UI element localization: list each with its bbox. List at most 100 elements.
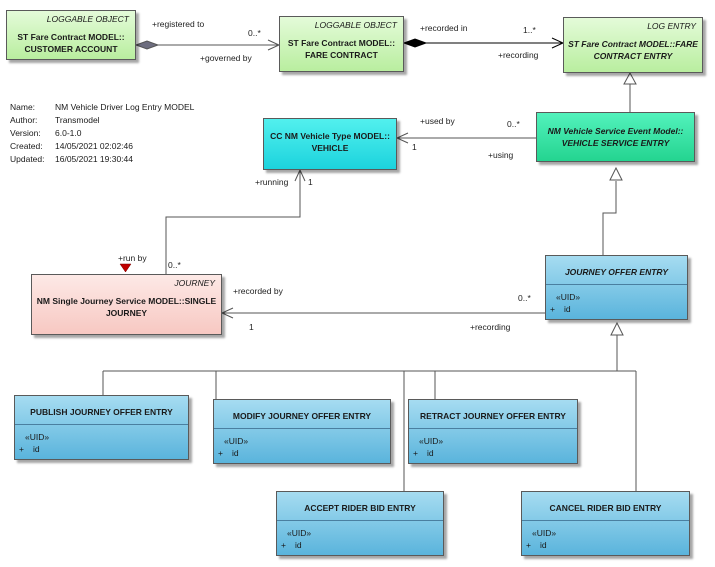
stereotype-label: LOGGABLE OBJECT	[46, 14, 129, 24]
label-recorded-in: +recorded in	[420, 23, 468, 33]
metadata-value: 16/05/2021 19:30:44	[55, 154, 133, 164]
metadata-value: 14/05/2021 02:02:46	[55, 141, 133, 151]
arrowhead	[395, 132, 409, 144]
attribute-name: id	[232, 448, 239, 458]
generalization-triangle	[623, 71, 637, 85]
metadata-key: Version:	[10, 128, 41, 138]
label-multiplicity: 1	[412, 142, 417, 152]
composition-diamond	[402, 38, 428, 48]
attribute-row[interactable]: + id	[218, 448, 239, 458]
attribute-stereotype: «UID»	[224, 436, 249, 446]
generalization-triangle	[610, 321, 624, 336]
compartment-divider	[214, 428, 390, 429]
class-vehicle[interactable]: CC NM Vehicle Type MODEL:: VEHICLE	[263, 118, 397, 170]
visibility-marker: +	[550, 304, 555, 314]
generalization-tree-journey-offer-entry[interactable]	[102, 321, 637, 491]
label-using: +using	[488, 150, 514, 160]
connector-single-journey-to-vehicle[interactable]	[165, 168, 306, 274]
compartment-divider	[277, 520, 443, 521]
class-title: ACCEPT RIDER BID ENTRY	[304, 503, 416, 513]
stereotype-label: JOURNEY	[174, 278, 215, 288]
label-multiplicity: 0..*	[518, 293, 531, 303]
attribute-row[interactable]: +id	[413, 448, 434, 458]
label-run-by: +run by	[118, 253, 147, 263]
metadata-value: NM Vehicle Driver Log Entry MODEL	[55, 102, 195, 112]
attribute-name: id	[295, 540, 302, 550]
class-title-line1: ST Fare Contract MODEL::	[17, 32, 125, 42]
class-retract-journey-offer-entry[interactable]: RETRACT JOURNEY OFFER ENTRY «UID» +id	[408, 399, 578, 464]
metadata-value: Transmodel	[55, 115, 100, 125]
attribute-stereotype: «UID»	[25, 432, 50, 442]
compartment-divider	[409, 428, 577, 429]
class-vehicle-service-entry[interactable]: NM Vehicle Service Event Model:: VEHICLE…	[536, 112, 695, 162]
class-title: CANCEL RIDER BID ENTRY	[549, 503, 662, 513]
compartment-divider	[546, 284, 687, 285]
label-multiplicity: 1	[308, 177, 313, 187]
class-title-line2: FARE CONTRACT	[305, 50, 378, 60]
label-recording: +recording	[470, 322, 511, 332]
attribute-stereotype: «UID»	[556, 292, 581, 302]
attribute-name: id	[564, 304, 571, 314]
class-title-line1: ST Fare Contract MODEL::FARE	[568, 39, 698, 49]
class-title: PUBLISH JOURNEY OFFER ENTRY	[30, 407, 173, 417]
label-registered-to: +registered to	[152, 19, 204, 29]
generalization-triangle	[609, 166, 623, 181]
metadata-key: Created:	[10, 141, 43, 151]
class-title: RETRACT JOURNEY OFFER ENTRY	[420, 411, 566, 421]
class-title-line1: NM Vehicle Service Event Model::	[547, 126, 684, 136]
class-publish-journey-offer-entry[interactable]: PUBLISH JOURNEY OFFER ENTRY «UID» + id	[14, 395, 189, 460]
metadata-row-updated: Updated: 16/05/2021 19:30:44	[10, 153, 194, 166]
class-title: MODIFY JOURNEY OFFER ENTRY	[232, 411, 372, 421]
class-title-line1: NM Single Journey Service MODEL::SINGLE	[36, 296, 217, 306]
metadata-row-version: Version: 6.0-1.0	[10, 127, 194, 140]
visibility-marker: +	[526, 540, 531, 550]
label-multiplicity: 0..*	[248, 28, 261, 38]
metadata-key: Updated:	[10, 154, 45, 164]
visibility-marker: +	[19, 444, 24, 454]
generalization-journey-offer-to-vehicle-service[interactable]	[602, 166, 623, 255]
class-modify-journey-offer-entry[interactable]: MODIFY JOURNEY OFFER ENTRY «UID» + id	[213, 399, 391, 464]
connector-customer-account-fare-contract[interactable]	[134, 39, 281, 51]
class-fare-contract[interactable]: LOGGABLE OBJECT ST Fare Contract MODEL::…	[279, 16, 404, 72]
metadata-row-name: Name:NM Vehicle Driver Log Entry MODEL	[10, 101, 194, 114]
attribute-row[interactable]: + id	[19, 444, 40, 454]
label-running: +running	[255, 177, 289, 187]
arrowhead	[220, 307, 234, 319]
generalization-vehicle-service-to-fare-contract-entry[interactable]	[623, 71, 637, 112]
label-multiplicity: 0..*	[507, 119, 520, 129]
class-title-line1: CC NM Vehicle Type MODEL::	[270, 131, 390, 141]
visibility-marker: +	[218, 448, 223, 458]
label-recording: +recording	[498, 50, 539, 60]
class-fare-contract-entry[interactable]: LOG ENTRY ST Fare Contract MODEL::FARE C…	[563, 17, 703, 73]
attribute-name: id	[33, 444, 40, 454]
connector-fare-contract-entry[interactable]	[402, 37, 565, 49]
metadata-value: 6.0-1.0	[55, 128, 82, 138]
attribute-stereotype: «UID»	[532, 528, 557, 538]
class-single-journey[interactable]: JOURNEY NM Single Journey Service MODEL:…	[31, 274, 222, 335]
metadata-row-created: Created: 14/05/2021 02:02:46	[10, 140, 194, 153]
label-governed-by: +governed by	[200, 53, 252, 63]
stereotype-label: LOGGABLE OBJECT	[314, 20, 397, 30]
class-cancel-rider-bid-entry[interactable]: CANCEL RIDER BID ENTRY «UID» +id	[521, 491, 690, 556]
connector-journey-offer-to-single-journey[interactable]	[220, 307, 545, 319]
class-title-line2: VEHICLE	[311, 143, 349, 153]
attribute-row[interactable]: + id	[281, 540, 302, 550]
class-title-line2: CUSTOMER ACCOUNT	[24, 44, 118, 54]
stereotype-label: LOG ENTRY	[647, 21, 696, 31]
attribute-row[interactable]: +id	[526, 540, 547, 550]
metadata-row-author: Author: Transmodel	[10, 114, 194, 127]
connector-vehicle-service-to-vehicle[interactable]	[395, 132, 536, 144]
class-journey-offer-entry[interactable]: JOURNEY OFFER ENTRY «UID» +id	[545, 255, 688, 320]
attribute-stereotype: «UID»	[287, 528, 312, 538]
class-customer-account[interactable]: LOGGABLE OBJECT ST Fare Contract MODEL::…	[6, 10, 136, 60]
attribute-row[interactable]: + id	[550, 304, 571, 314]
label-recorded-by: +recorded by	[233, 286, 284, 296]
attribute-name: id	[427, 448, 434, 458]
visibility-marker: +	[281, 540, 286, 550]
class-title-line2: CONTRACT ENTRY	[593, 51, 673, 61]
class-accept-rider-bid-entry[interactable]: ACCEPT RIDER BID ENTRY «UID» + id	[276, 491, 444, 556]
class-title-line2: VEHICLE SERVICE ENTRY	[561, 138, 670, 148]
metadata-key: Author:	[10, 115, 38, 125]
aggregation-diamond	[134, 40, 160, 50]
